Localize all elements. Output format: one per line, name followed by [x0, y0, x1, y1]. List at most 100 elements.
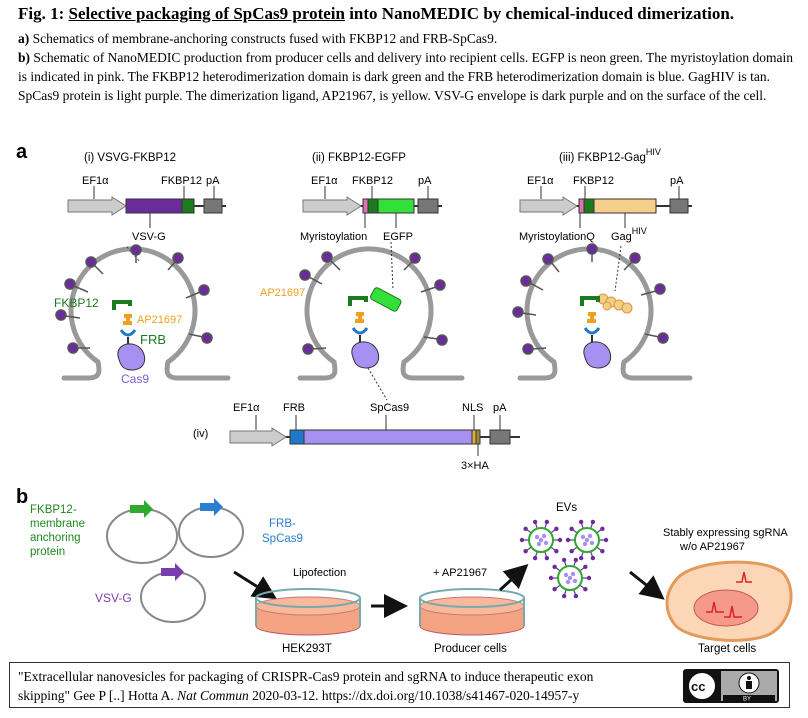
producer-dish [419, 588, 525, 636]
stable-label: Stably expressing sgRNA w/o AP21967 [663, 527, 790, 553]
frb-segment [289, 429, 305, 445]
citation-line2-pre: skipping" Gee P [..] Hotta A. [18, 688, 178, 703]
fkbp-plasmid [106, 508, 178, 564]
gag-segment [593, 198, 657, 214]
caption-a-text: Schematics of membrane-anchoring constru… [29, 31, 498, 46]
caption-a: a) Schematics of membrane-anchoring cons… [18, 29, 793, 48]
egfp-cylinder [370, 287, 402, 312]
frb-plasmid [178, 506, 244, 558]
nls-segment [471, 429, 477, 445]
cell-i-cas9-label: Cas9 [121, 372, 149, 386]
ha-segment [475, 429, 481, 445]
evs-label: EVs [556, 502, 577, 514]
construct-iv-promoter: EF1α [233, 402, 260, 414]
cas9-blob-iii [583, 341, 612, 369]
construct-i-fkbp: FKBP12 [161, 175, 202, 187]
construct-ii-myr: Myristoylation [300, 231, 367, 243]
citation-line1: "Extracellular nanovesicles for packagin… [18, 669, 594, 684]
cas9-blob-i [117, 343, 146, 371]
construct-i-promoter: EF1α [82, 175, 109, 187]
construct-iii-myr: MyristoylationQ [519, 231, 595, 243]
cell-i-membrane [55, 244, 231, 381]
spcas9-segment [303, 429, 473, 445]
fkbp-segment-ii [367, 198, 379, 214]
ligand-add-label: + AP21967 [433, 567, 487, 579]
construct-iv-label: (iv) [193, 428, 208, 440]
caption-b-text: Schematic of NanoMEDIC production from p… [18, 50, 793, 103]
pa-segment-iv [489, 429, 511, 445]
cc-icon [687, 671, 717, 701]
construct-i-title: (i) VSVG-FKBP12 [84, 152, 176, 164]
construct-iv-ha: 3×HA [461, 460, 489, 472]
construct-iii-gag: GagHIV [611, 226, 647, 243]
construct-iii-map [519, 186, 692, 228]
pa-segment-ii [417, 198, 439, 214]
construct-iv-spcas9: SpCas9 [370, 402, 409, 414]
vsvg-plasmid-arrow [161, 563, 184, 581]
promoter-arrow-iii [519, 196, 578, 216]
cell-i-frb-label: FRB [140, 332, 166, 347]
cell-i-ligand-label: AP21697 [137, 314, 182, 326]
figure-title: Fig. 1: Selective packaging of SpCas9 pr… [18, 4, 793, 24]
cell-iii-membrane [512, 243, 693, 381]
fkbp-plasmid-arrow [130, 500, 153, 518]
sgrna-icon-2 [724, 605, 742, 618]
ligand-icon-i [123, 314, 132, 325]
fkbp-segment-i [181, 198, 195, 214]
figure-title-rest: into NanoMEDIC by chemical-induced dimer… [344, 4, 735, 23]
construct-i-vsvg: VSV-G [132, 231, 166, 243]
myr-segment-ii [362, 198, 369, 214]
producer-label: Producer cells [434, 643, 507, 655]
caption-a-label: a) [18, 31, 30, 46]
sgrna-icon-1 [706, 601, 724, 613]
vsvg-plasmid-label: VSV-G [95, 591, 132, 605]
cell-i-fkbp-label: FKBP12 [54, 296, 99, 310]
construct-ii-fkbp: FKBP12 [352, 175, 393, 187]
promoter-arrow-i [67, 196, 127, 216]
gag-cluster [597, 293, 633, 314]
target-cell [665, 560, 793, 642]
figure-title-underlined: Selective packaging of SpCas9 protein [68, 4, 345, 23]
vsvg-spikes-iii [512, 243, 669, 355]
construct-iv-pa: pA [493, 402, 507, 414]
ev-particle [548, 557, 592, 599]
fkbp-bracket-ii [348, 296, 368, 306]
frb-plasmid-arrow [200, 498, 223, 516]
lipofection-label: Lipofection [293, 567, 346, 579]
cell-ii-ligand-label: AP21697 [260, 287, 305, 299]
construct-iii-pa: pA [670, 175, 684, 187]
vsvg-plasmid [140, 571, 206, 623]
caption-b-label: b) [18, 50, 31, 65]
svg-text:cc: cc [691, 679, 705, 694]
construct-ii-egfp: EGFP [383, 231, 413, 243]
vsvg-segment [125, 198, 183, 214]
fkbp-bracket-i [112, 300, 132, 310]
ev-particles [519, 519, 609, 599]
arrow-to-evs [498, 563, 529, 592]
ligand-icon-iii [587, 312, 596, 323]
panel-a-label: a [16, 141, 28, 163]
citation-box: "Extracellular nanovesicles for packagin… [9, 662, 790, 708]
frb-plasmid-label: FRB- SpCas9 [262, 518, 303, 545]
construct-iii-title: (iii) FKBP12-GagHIV [559, 147, 661, 164]
pa-segment-i [203, 198, 223, 214]
frb-cup-i [119, 329, 137, 337]
construct-ii-title: (ii) FKBP12-EGFP [312, 152, 406, 164]
construct-ii-map [302, 186, 442, 228]
vsvg-spikes-i [55, 244, 213, 354]
cas9-blob-ii [351, 341, 380, 369]
construct-iii-promoter: EF1α [527, 175, 554, 187]
fkbp-segment-iii [583, 198, 595, 214]
construct-iv-nls: NLS [462, 402, 483, 414]
cc-by-text: BY [743, 697, 751, 703]
construct-ii-pa: pA [418, 175, 432, 187]
cc-license-badge[interactable]: cc BY [683, 669, 779, 703]
construct-i-map [67, 186, 226, 228]
target-label: Target cells [698, 643, 756, 655]
citation-line2-post: 2020-03-12. https://dx.doi.org/10.1038/s… [248, 688, 580, 703]
vsvg-spikes-ii [299, 251, 448, 355]
caption-b: b) Schematic of NanoMEDIC production fro… [18, 48, 793, 105]
figure-caption: Fig. 1: Selective packaging of SpCas9 pr… [18, 4, 793, 105]
egfp-segment [377, 198, 415, 214]
cell-ii-membrane [297, 241, 465, 401]
